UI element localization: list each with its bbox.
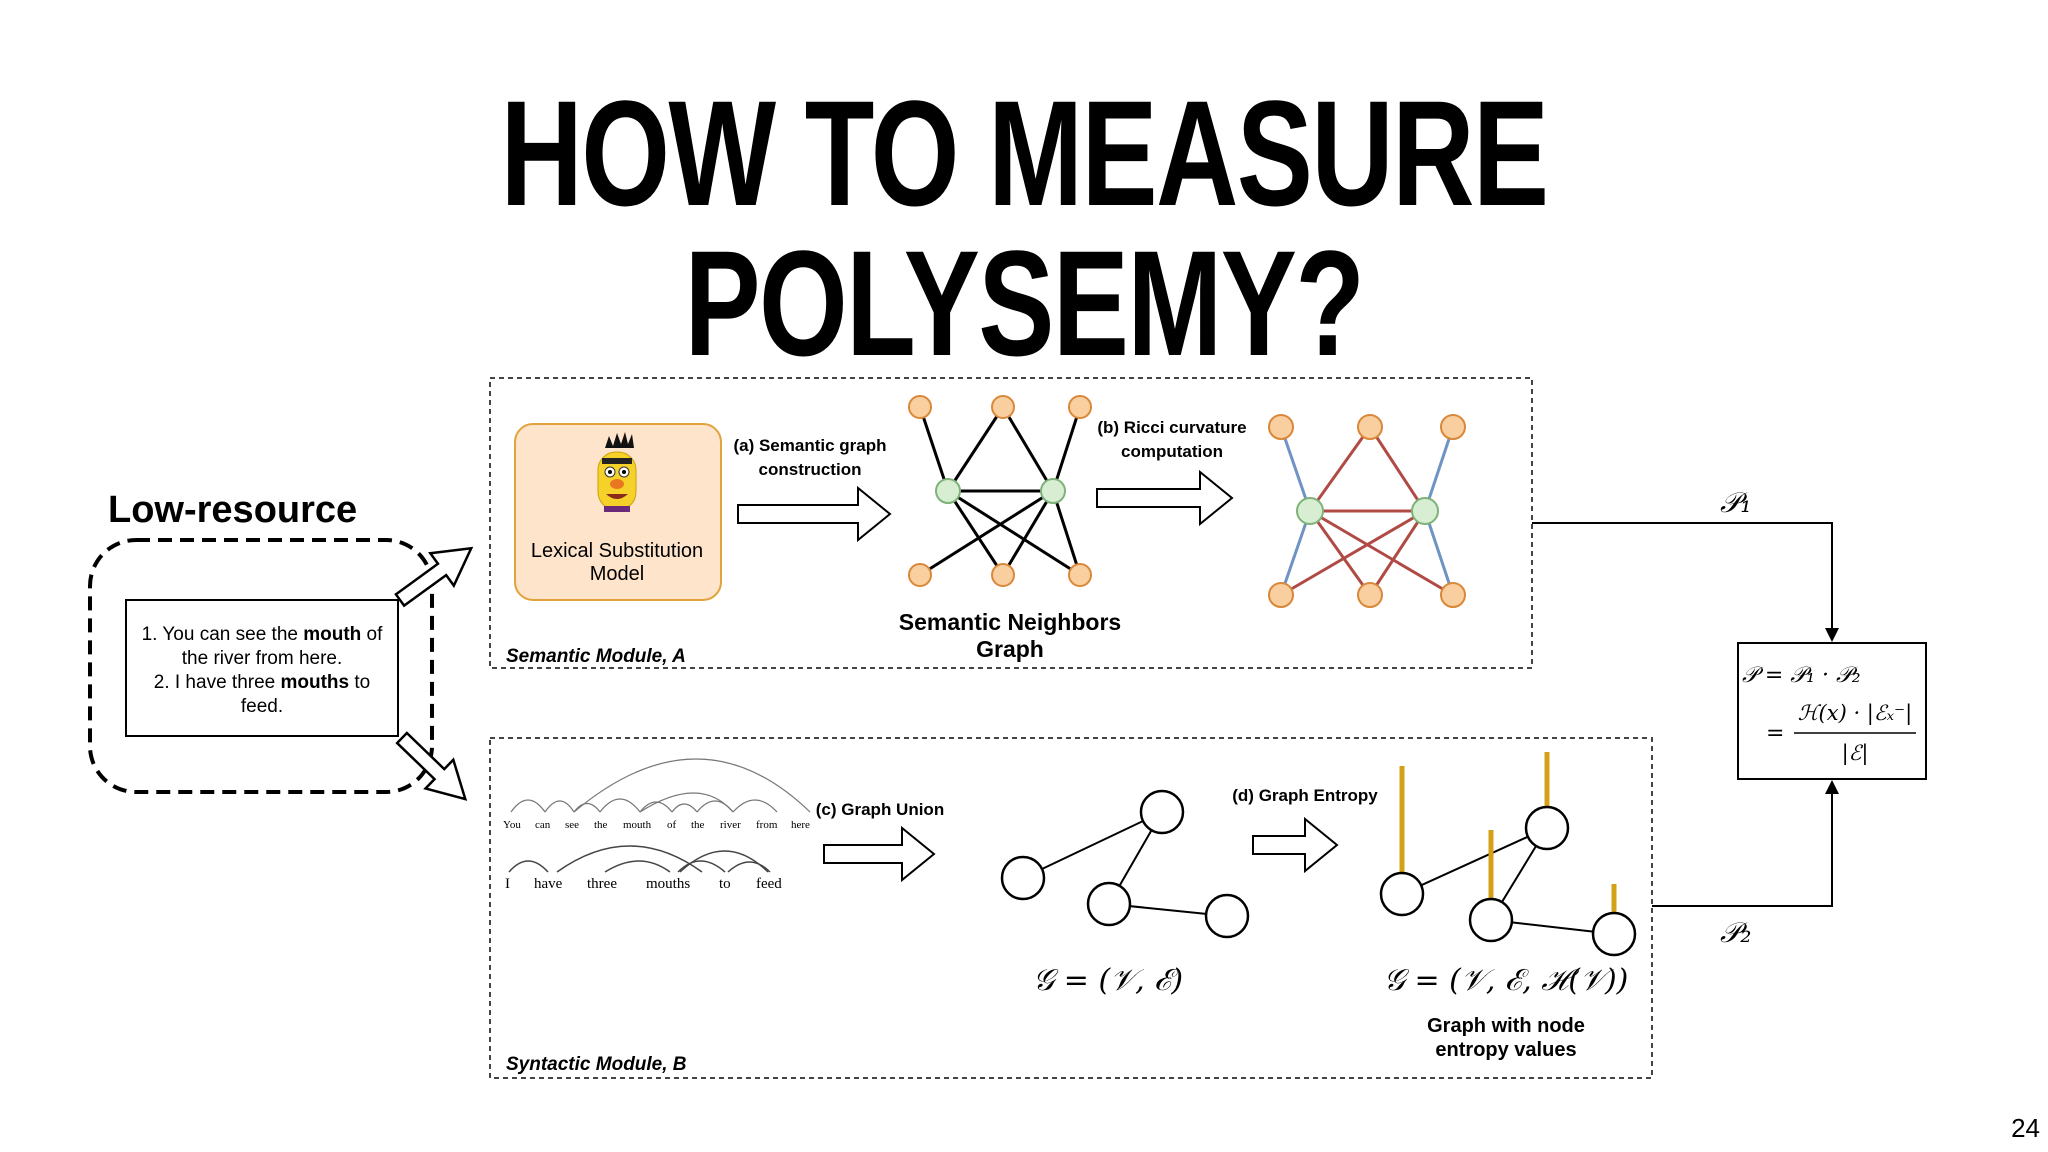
step-b-label-line-2: computation <box>1121 442 1223 461</box>
arrow-graph-union <box>823 825 936 883</box>
example-sentences-box <box>125 599 399 737</box>
graph-formula: 𝒢 = (𝒱, ℰ) <box>1033 963 1183 998</box>
p2-connector <box>1652 790 1833 907</box>
dependency-arcs-sentence-2 <box>508 845 771 873</box>
arrow-to-semantic-module <box>394 546 474 608</box>
slide-title: HOW TO MEASURE POLYSEMY? <box>500 69 1549 387</box>
formula-line-1: 𝒫 = 𝒫₁ · 𝒫₂ <box>1742 663 1861 688</box>
dependency-arcs-sentence-1 <box>510 758 811 813</box>
dependency-tokens-sentence-2: I have three mouths to feed <box>505 876 782 892</box>
low-resource-heading: Low-resource <box>108 489 357 531</box>
arrow-semantic-graph-construction <box>737 485 892 543</box>
step-c-label: (c) Graph Union <box>816 800 944 819</box>
arrow-to-syntactic-module <box>395 731 468 801</box>
model-name-line-2: Model <box>590 563 644 585</box>
step-d-label: (d) Graph Entropy <box>1232 786 1378 805</box>
arrow-graph-entropy <box>1252 816 1339 874</box>
p1-label: 𝒫₁ <box>1720 486 1751 519</box>
syntactic-module-boundary <box>489 737 1653 1079</box>
polysemy-formula-box <box>1737 642 1927 780</box>
union-graph <box>1000 789 1250 939</box>
semantic-graph-caption-line-2: Graph <box>976 636 1044 662</box>
ricci-curvature-graph <box>1268 414 1466 608</box>
p1-arrowhead <box>1825 628 1839 642</box>
semantic-graph-caption-line-1: Semantic Neighbors <box>899 609 1121 635</box>
page-number: 24 <box>2011 1113 2040 1143</box>
entropy-formula: 𝒢 = (𝒱, ℰ, ℋ(𝒱)) <box>1384 963 1629 998</box>
p2-arrowhead <box>1825 780 1839 794</box>
formula-denominator: |ℰ| <box>1842 741 1869 766</box>
model-name-line-1: Lexical Substitution <box>531 540 703 562</box>
entropy-graph <box>1379 752 1637 957</box>
low-resource-dashed-boundary <box>88 538 434 794</box>
entropy-caption-line-1: Graph with node <box>1427 1015 1585 1037</box>
syntactic-module-label: Syntactic Module, B <box>506 1054 687 1075</box>
entropy-caption-line-2: entropy values <box>1435 1039 1576 1061</box>
formula-numerator: ℋ(x) · |ℰₓ⁻| <box>1798 701 1912 726</box>
semantic-module-label: Semantic Module, A <box>506 646 686 667</box>
semantic-neighbors-graph <box>908 395 1092 587</box>
step-a-label-line-1: (a) Semantic graph <box>733 436 886 455</box>
formula-equals: = <box>1766 721 1784 746</box>
step-b-label-line-1: (b) Ricci curvature <box>1097 418 1246 437</box>
dependency-tokens-sentence-1: You can see the mouth of the river from … <box>503 819 810 831</box>
arrow-ricci-curvature <box>1096 469 1234 527</box>
sentence-2-line-1: 2. I have three mouths to <box>154 672 370 693</box>
p1-connector <box>1532 522 1833 632</box>
sentence-1-line-1: 1. You can see the mouth of <box>142 624 384 645</box>
step-a-label-line-2: construction <box>759 460 862 479</box>
sentence-1-line-2: the river from here. <box>182 648 343 669</box>
p2-label: 𝒫₂ <box>1720 916 1751 949</box>
model-face-icon <box>597 432 637 512</box>
sentence-2-line-2: feed. <box>241 696 283 717</box>
